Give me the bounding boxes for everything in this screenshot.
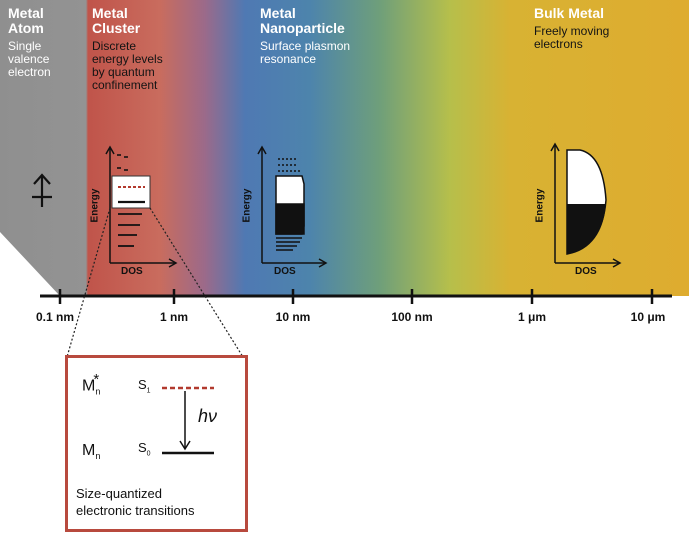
cluster-energy-label: Energy: [89, 188, 101, 223]
nanoparticle-filled-band: [275, 203, 305, 235]
bulk-dos-label: DOS: [575, 266, 597, 277]
s1-label: S1: [138, 377, 151, 395]
cluster-dos-plot: [105, 145, 178, 268]
cluster-energy-levels: [118, 186, 145, 247]
nanoparticle-dos-label: DOS: [274, 266, 296, 277]
down-arrow-icon: [179, 391, 191, 451]
bulk-energy-label: Energy: [534, 188, 546, 223]
bulk-filled-band: [567, 204, 606, 254]
bulk-band: [566, 149, 607, 255]
cluster-title: Metal Cluster: [92, 5, 141, 36]
atom-region-cutout: [0, 232, 60, 296]
nanoparticle-title: Metal Nanoparticle: [260, 5, 345, 36]
tick-label: 100 nm: [391, 310, 433, 324]
size-scale-axis: [40, 289, 672, 304]
nanoparticle-description: Surface plasmon resonance: [260, 39, 351, 66]
zoom-line-right: [149, 207, 244, 358]
atom-description: Single valence electron: [8, 39, 51, 79]
zoom-line-left: [66, 207, 111, 358]
tick-label: 1 nm: [159, 310, 188, 324]
cluster-highlight-box: [111, 175, 151, 209]
transition-inset: Mn* S1 hν Mn S0 Size-quantized electroni…: [65, 355, 248, 532]
atom-title: Metal Atom: [8, 5, 44, 36]
tick-label: 0.1 nm: [35, 310, 74, 324]
inset-caption: Size-quantized electronic transitions: [76, 486, 195, 518]
bulk-title: Bulk Metal: [534, 5, 605, 21]
photon-label: hν: [198, 406, 218, 426]
cluster-description: Discrete energy levels by quantum confin…: [92, 39, 163, 92]
tick-label: 10 nm: [275, 310, 311, 324]
tick-label: 1 μm: [517, 310, 547, 324]
up-arrow-icon: [32, 173, 52, 207]
bulk-dos-plot: [550, 142, 622, 268]
nanoparticle-bands: [275, 158, 305, 251]
tick-label: 10 μm: [630, 310, 666, 324]
s0-label: S0: [138, 440, 151, 458]
bulk-description: Freely moving electrons: [534, 24, 610, 51]
nanoparticle-dos-plot: [257, 145, 328, 268]
transition-graphics: [162, 386, 214, 455]
ground-state-symbol: Mn: [82, 442, 101, 462]
excited-state-symbol: Mn*: [82, 371, 101, 397]
nanoparticle-energy-label: Energy: [241, 188, 253, 223]
cluster-dos-label: DOS: [121, 266, 143, 277]
